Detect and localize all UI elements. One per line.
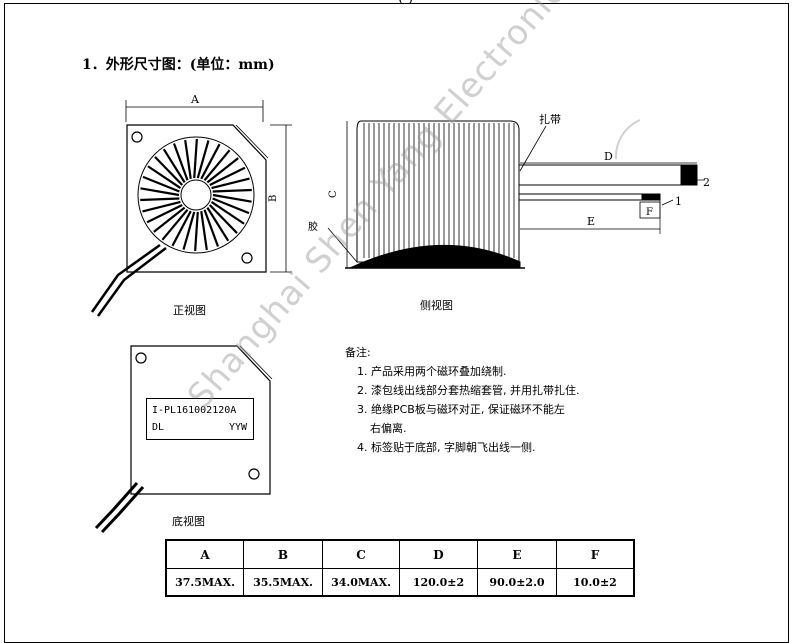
note-item: 4. 标签贴于底部, 字脚朝飞出线一侧.: [357, 441, 536, 454]
note-item: 3. 绝缘PCB板与磁环对正, 保证磁环不能左: [357, 403, 565, 416]
winding-spoke: [162, 148, 186, 183]
label-date-code: YYW: [228, 422, 247, 433]
winding-spoke: [161, 209, 189, 241]
table-header-cell: D: [399, 539, 478, 569]
front-view-drawing: [90, 100, 292, 317]
table-cell: 35.5MAX.: [243, 568, 323, 597]
table-cell: 90.0±2.0: [477, 568, 557, 597]
product-label: I-PL161002120A DL YYW: [146, 398, 254, 440]
winding-spoke: [203, 149, 231, 181]
winding-spoke: [147, 165, 182, 189]
tie-label: 扎带: [539, 112, 561, 126]
table-header-row: A B C D E F: [165, 539, 635, 569]
front-view-caption: 正视图: [173, 304, 206, 317]
table-cell: 34.0MAX.: [322, 568, 400, 597]
table-header-cell: F: [556, 539, 635, 569]
winding-spoke: [212, 188, 252, 193]
notes-block: 备注: 1. 产品采用两个磁环叠加绕制. 2. 漆包线出线部分套热缩套管, 并用…: [345, 343, 579, 457]
winding-spoke: [142, 200, 181, 213]
winding-spoke: [182, 211, 196, 250]
winding-spoke: [210, 201, 245, 225]
note-item: 2. 漆包线出线部分套热缩套管, 并用扎带扎住.: [357, 384, 580, 397]
winding-spoke: [142, 175, 180, 193]
winding-spoke: [212, 193, 252, 203]
table-cell: 10.0±2: [556, 568, 635, 597]
watermark-arc: [614, 119, 641, 160]
dim-f-label: F: [646, 207, 653, 218]
table-header-cell: A: [165, 539, 244, 569]
winding-spoke: [171, 210, 192, 247]
note-item-continued: 右偏离.: [370, 422, 407, 435]
winding-spoke: [172, 143, 189, 181]
table-header-cell: E: [477, 539, 557, 569]
wire-1-label: 1: [675, 195, 682, 208]
page-header-fragment: ( ): [398, 0, 413, 6]
winding-spoke: [211, 177, 250, 190]
label-brand: DL: [152, 422, 165, 433]
dim-e-label: E: [587, 215, 595, 228]
dim-a-label: A: [190, 93, 200, 106]
wire-2-label: 2: [703, 176, 710, 189]
table-header-cell: C: [322, 539, 400, 569]
table-row: 37.5MAX. 35.5MAX. 34.0MAX. 120.0±2 90.0±…: [165, 568, 635, 597]
bottom-view-drawing: [94, 345, 273, 534]
winding-spoke: [153, 206, 186, 233]
winding-spoke: [140, 187, 180, 197]
winding-spoke: [203, 209, 220, 247]
table-cell: 120.0±2: [399, 568, 478, 597]
dim-d-label: D: [604, 150, 613, 163]
winding-spoke: [206, 207, 230, 242]
winding-spoke: [200, 143, 221, 180]
winding-spoke: [184, 139, 192, 179]
dim-b-label: B: [268, 195, 279, 202]
winding-spoke: [194, 211, 199, 252]
section-title: 1．外形尺寸图：(单位：mm): [82, 57, 275, 73]
winding-spoke: [193, 138, 198, 179]
bottom-view-caption: 底视图: [172, 515, 205, 528]
dim-c-label: C: [328, 190, 339, 198]
winding-spoke: [154, 156, 184, 186]
dimension-table: A B C D E F 37.5MAX. 35.5MAX. 34.0MAX. 1…: [165, 539, 635, 597]
side-view-caption: 侧视图: [420, 299, 453, 312]
notes-header: 备注:: [345, 346, 371, 359]
side-view-drawing: [327, 120, 705, 269]
winding-spoke: [206, 157, 239, 184]
winding-spoke: [146, 204, 183, 224]
winding-spoke: [140, 197, 180, 202]
winding-spoke: [212, 197, 250, 215]
glue-label: 胶: [308, 220, 318, 233]
winding-spoke: [196, 140, 210, 179]
label-part-number: I-PL161002120A: [152, 405, 237, 416]
winding-spoke: [200, 211, 208, 251]
winding-spoke: [208, 204, 238, 234]
table-cell: 37.5MAX.: [165, 568, 244, 597]
note-item: 1. 产品采用两个磁环叠加绕制.: [357, 365, 507, 378]
winding-spoke: [209, 166, 246, 186]
table-header-cell: B: [243, 539, 323, 569]
